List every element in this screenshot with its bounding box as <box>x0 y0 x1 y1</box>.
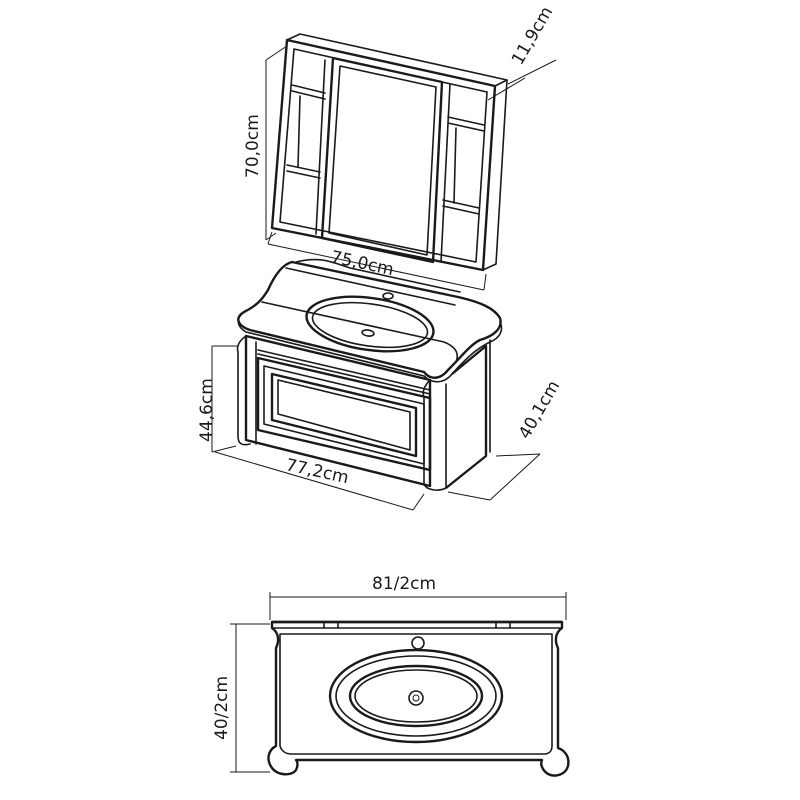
mirror-depth-label: 11,9cm <box>508 3 557 68</box>
vanity-dimension-lines <box>211 345 541 511</box>
faucet-hole <box>382 292 394 300</box>
top-width-label: 81/2cm <box>372 574 436 594</box>
mirror-dimension-lines <box>265 45 557 291</box>
mirror-cabinet <box>270 33 508 272</box>
top-view-faucet-hole <box>411 636 425 650</box>
left-shelves <box>286 59 326 235</box>
cabinet-height-label: 44,6cm <box>197 378 217 442</box>
right-shelves <box>440 83 485 263</box>
vanity-cabinet <box>236 258 503 491</box>
sink-basin <box>305 295 435 353</box>
cabinet-width-label: 77,2cm <box>284 455 351 488</box>
mirror-door <box>320 56 444 264</box>
drawer-front <box>256 349 432 472</box>
top-view-dimension-lines <box>230 592 567 773</box>
countertop-top-view <box>267 620 570 777</box>
top-depth-label: 40/2cm <box>212 676 232 740</box>
mirror-height-label: 70,0cm <box>243 114 263 178</box>
top-view-basin <box>328 648 504 744</box>
cabinet-depth-label: 40,1cm <box>515 377 564 442</box>
